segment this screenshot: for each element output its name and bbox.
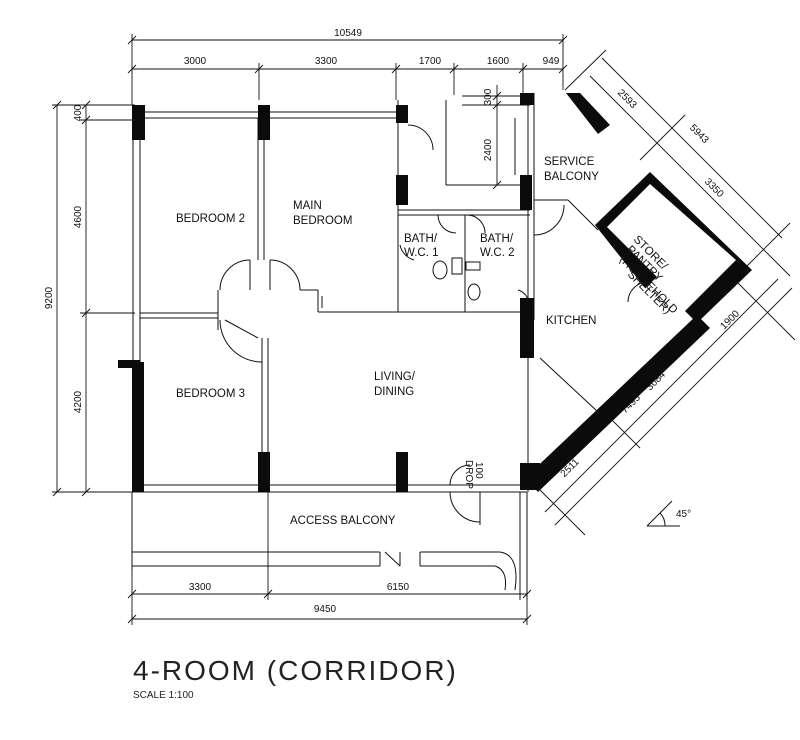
room-label-living-line1: LIVING/ bbox=[374, 371, 416, 383]
room-label-kitchen: KITCHEN bbox=[546, 315, 596, 327]
dim-bottom-6150: 6150 bbox=[387, 582, 410, 593]
dim-5943: 5943 bbox=[687, 122, 711, 146]
room-label-service-line1: SERVICE bbox=[544, 156, 595, 168]
room-label-access-balcony: ACCESS BALCONY bbox=[290, 515, 396, 527]
room-label-bath1-line1: BATH/ bbox=[404, 233, 438, 245]
dim-top-3: 1700 bbox=[419, 56, 442, 67]
dim-top-total: 10549 bbox=[334, 28, 362, 39]
dim-top-4: 1600 bbox=[487, 56, 510, 67]
room-label-bath2-line2: W.C. 2 bbox=[480, 247, 515, 259]
interior-partitions bbox=[140, 118, 599, 485]
dim-left-2: 4600 bbox=[73, 205, 84, 228]
angle-label: 45° bbox=[676, 509, 691, 520]
room-label-bath2-line1: BATH/ bbox=[480, 233, 514, 245]
room-label-living-line2: DINING bbox=[374, 386, 414, 398]
top-dimension-lines bbox=[127, 34, 568, 105]
plan-scale: SCALE 1:100 bbox=[133, 690, 194, 701]
drop-label-line2: DROP bbox=[463, 460, 474, 489]
wall-poche bbox=[118, 93, 752, 492]
dim-left-1: 400 bbox=[73, 104, 84, 121]
dim-2400: 2400 bbox=[483, 138, 494, 161]
dim-bottom-total: 9450 bbox=[314, 604, 337, 615]
room-label-service-line2: BALCONY bbox=[544, 171, 599, 183]
dim-left-3: 4200 bbox=[73, 390, 84, 413]
plan-title: 4-ROOM (CORRIDOR) bbox=[133, 655, 458, 686]
dim-left-total: 9200 bbox=[44, 286, 55, 309]
room-label-bath1-line2: W.C. 1 bbox=[404, 247, 439, 259]
dim-top-5: 949 bbox=[543, 56, 560, 67]
inner-dimension-lines bbox=[462, 85, 530, 190]
dim-3350: 3350 bbox=[702, 176, 726, 200]
room-label-main-bedroom-line2: BEDROOM bbox=[293, 215, 352, 227]
room-label-main-bedroom-line1: MAIN bbox=[293, 200, 322, 212]
dim-1900: 1900 bbox=[718, 308, 742, 332]
left-dimension-lines bbox=[52, 100, 135, 497]
room-label-bedroom3: BEDROOM 3 bbox=[176, 388, 245, 400]
dim-bottom-3300: 3300 bbox=[189, 582, 212, 593]
angle-indicator bbox=[646, 500, 680, 527]
drop-label-line1: 100 bbox=[473, 462, 484, 479]
access-balcony-outline bbox=[131, 492, 528, 600]
diagonal-dimension-lines-upper bbox=[564, 49, 791, 277]
doors bbox=[219, 124, 649, 525]
outer-walls bbox=[132, 93, 535, 493]
dim-top-2: 3300 bbox=[315, 56, 338, 67]
dim-top-1: 3000 bbox=[184, 56, 207, 67]
room-label-bedroom2: BEDROOM 2 bbox=[176, 213, 245, 225]
dim-300: 300 bbox=[483, 88, 494, 105]
